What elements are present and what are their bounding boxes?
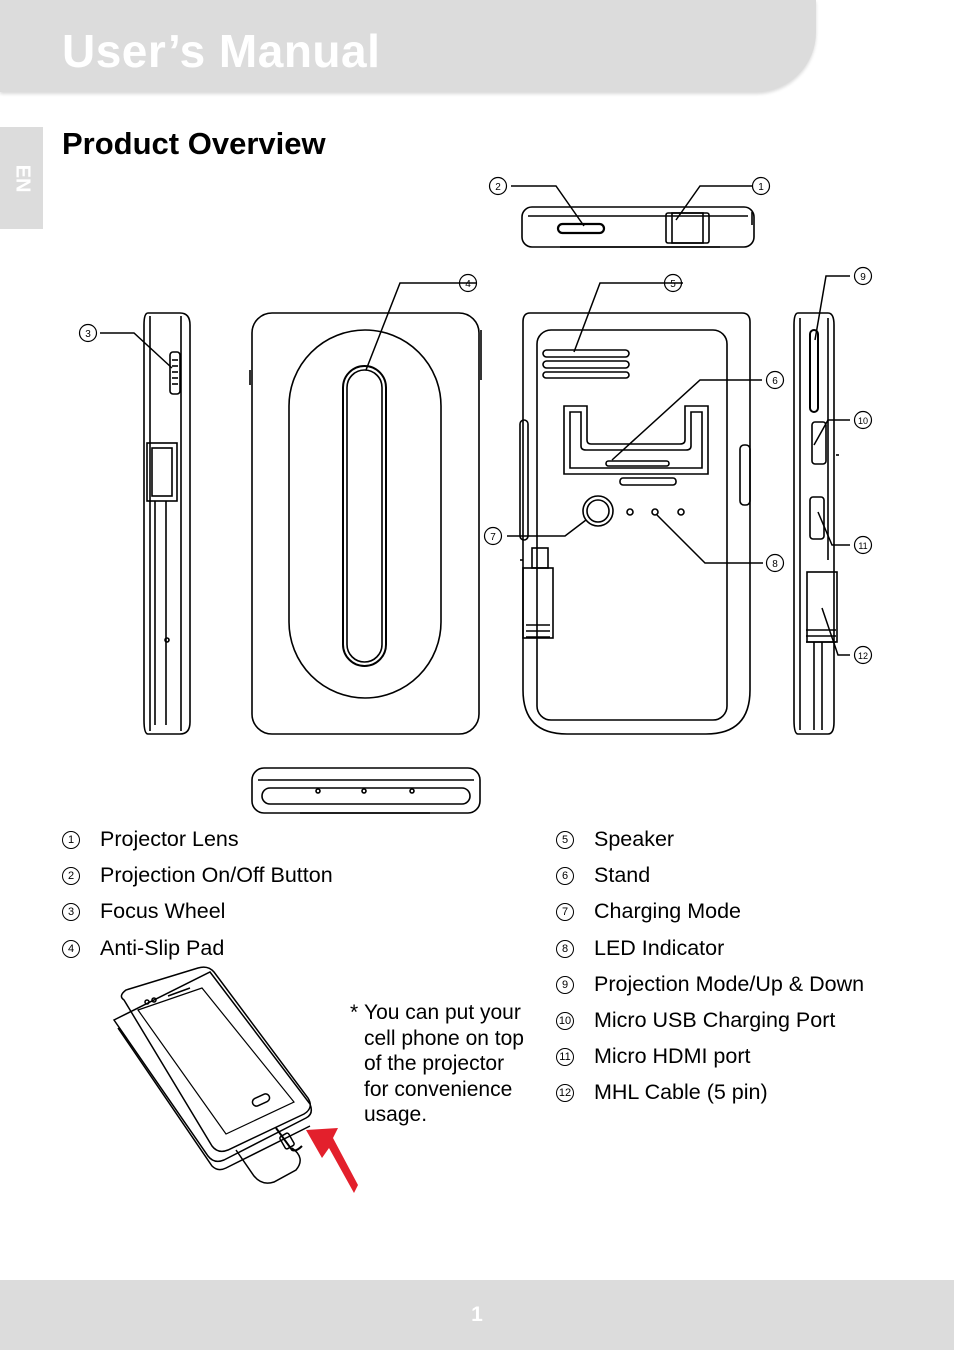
list-item-label: Speaker xyxy=(594,827,675,851)
section-title: Product Overview xyxy=(62,126,326,161)
list-item-label: Stand xyxy=(594,863,651,887)
list-item: 7 Charging Mode xyxy=(556,899,741,924)
red-arrow xyxy=(306,1128,358,1193)
list-item: 2 Projection On/Off Button xyxy=(62,863,333,888)
list-item-number: 5 xyxy=(556,830,574,849)
svg-text:12: 12 xyxy=(858,651,868,661)
back-view-drawing xyxy=(249,312,482,735)
list-item: 9 Projection Mode/Up & Down xyxy=(556,972,864,997)
list-item-label: Anti-Slip Pad xyxy=(100,936,225,960)
list-item: 8 LED Indicator xyxy=(556,936,724,961)
note-marker: * xyxy=(350,1001,359,1024)
callout-5: 5 xyxy=(663,273,683,293)
callout-10: 10 xyxy=(853,410,873,430)
footer-bar xyxy=(0,1280,954,1350)
svg-text:1: 1 xyxy=(758,182,764,193)
list-item-number: 9 xyxy=(556,975,574,994)
svg-text:3: 3 xyxy=(85,329,91,340)
list-item-label: Projection On/Off Button xyxy=(100,863,333,887)
list-item: 6 Stand xyxy=(556,863,650,888)
list-item-label: LED Indicator xyxy=(594,936,725,960)
svg-text:11: 11 xyxy=(858,541,867,551)
leader-lines xyxy=(100,185,850,656)
phone-on-projector-drawing xyxy=(112,966,313,1184)
list-item: 4 Anti-Slip Pad xyxy=(62,936,224,961)
list-item-number: 2 xyxy=(62,866,80,885)
list-item-number: 11 xyxy=(556,1047,574,1066)
list-item: 11 Micro HDMI port xyxy=(556,1044,750,1069)
list-item-number: 10 xyxy=(556,1011,574,1030)
callout-11: 11 xyxy=(853,535,873,555)
svg-text:8: 8 xyxy=(772,559,778,570)
svg-text:10: 10 xyxy=(858,416,868,426)
list-item: 5 Speaker xyxy=(556,827,674,852)
front-view-drawing xyxy=(519,312,751,735)
list-item-number: 1 xyxy=(62,830,80,849)
list-item-label: Charging Mode xyxy=(594,899,742,923)
svg-text:9: 9 xyxy=(860,272,866,283)
callout-1: 1 xyxy=(751,176,771,196)
list-item-label: Micro USB Charging Port xyxy=(594,1008,836,1032)
svg-text:6: 6 xyxy=(772,376,778,387)
svg-text:7: 7 xyxy=(490,532,496,543)
callout-9: 9 xyxy=(853,266,873,286)
list-item: 12 MHL Cable (5 pin) xyxy=(556,1080,768,1105)
page-number: 1 xyxy=(471,1303,483,1326)
bottom-view-drawing xyxy=(251,767,481,814)
language-tab xyxy=(0,127,43,229)
svg-text:5: 5 xyxy=(670,279,676,290)
list-item-number: 3 xyxy=(62,902,80,921)
svg-text:2: 2 xyxy=(495,182,501,193)
list-item-number: 12 xyxy=(556,1083,574,1102)
callout-markers: 1 2 3 4 5 6 7 8 9 10 11 12 xyxy=(78,176,873,665)
callout-2: 2 xyxy=(488,176,508,196)
svg-text:4: 4 xyxy=(465,279,471,290)
note-text: You can put your cell phone on top of th… xyxy=(364,1001,524,1126)
list-item: 10 Micro USB Charging Port xyxy=(556,1008,835,1033)
list-item-number: 4 xyxy=(62,939,80,958)
callout-7: 7 xyxy=(483,526,503,546)
callout-6: 6 xyxy=(765,370,785,390)
list-item-label: Focus Wheel xyxy=(100,899,226,923)
callout-8: 8 xyxy=(765,553,785,573)
list-item-label: Projector Lens xyxy=(100,827,239,851)
left-side-view-drawing xyxy=(143,312,191,735)
list-item-number: 6 xyxy=(556,866,574,885)
list-item: 3 Focus Wheel xyxy=(62,899,225,924)
top-view-drawing xyxy=(521,206,755,248)
callout-4: 4 xyxy=(458,273,478,293)
manual-title: User’s Manual xyxy=(62,25,381,77)
callout-3: 3 xyxy=(78,323,98,343)
list-item-label: Micro HDMI port xyxy=(594,1044,751,1068)
list-item: 1 Projector Lens xyxy=(62,827,239,852)
list-item-number: 8 xyxy=(556,939,574,958)
list-item-number: 7 xyxy=(556,902,574,921)
list-item-label: Projection Mode/Up & Down xyxy=(594,972,865,996)
callout-12: 12 xyxy=(853,645,873,665)
list-item-label: MHL Cable (5 pin) xyxy=(594,1080,768,1104)
header-bar xyxy=(0,0,816,92)
right-side-view-drawing xyxy=(793,312,839,735)
